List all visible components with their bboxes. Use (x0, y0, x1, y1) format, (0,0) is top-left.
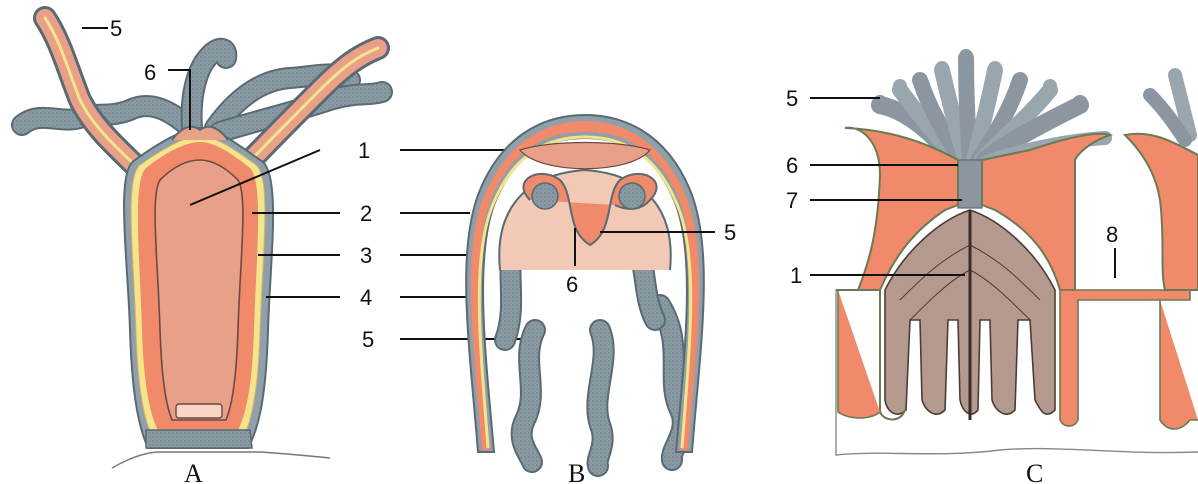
tentacle-tip (1043, 79, 1057, 93)
label-a-5: 5 (110, 16, 122, 41)
medusa-tentacle-fill (597, 330, 603, 466)
gastric-cavity-b (520, 143, 650, 169)
tentacle-tip (959, 49, 973, 63)
label-a-4: 4 (360, 285, 372, 310)
crown-tentacle (966, 58, 970, 160)
label-c-7: 7 (786, 188, 798, 213)
label-a-3: 3 (360, 243, 372, 268)
manubrium-lobe (619, 183, 645, 209)
panel-letter-a: A (184, 459, 203, 484)
label-b-5-right: 5 (724, 220, 736, 245)
foot (146, 430, 252, 448)
panel-letter-b: B (568, 459, 585, 484)
tentacle-tip (1072, 95, 1088, 111)
manubrium-lobe (532, 183, 558, 209)
panel-letter-c: C (1026, 459, 1043, 484)
coenenchyme-left (838, 290, 880, 418)
basal-disc (176, 404, 222, 418)
label-c-6: 6 (786, 153, 798, 178)
label-b-6: 6 (566, 272, 578, 297)
tentacle-tip (988, 61, 1002, 75)
label-a-6: 6 (144, 60, 156, 85)
label-a-2: 2 (360, 201, 372, 226)
neighbour-polyp-base (1160, 300, 1198, 429)
label-b-5-left: 5 (362, 327, 374, 352)
label-c-5: 5 (786, 86, 798, 111)
gastric-cavity (155, 160, 243, 420)
panel-c-anthozoan: 5 6 7 1 8 C (786, 49, 1198, 484)
neighbour-polyp-wall (1125, 134, 1198, 290)
tentacle-tip (893, 79, 907, 93)
substrate-line (112, 452, 330, 468)
label-a-1: 1 (358, 138, 370, 163)
label-c-8: 8 (1106, 222, 1118, 247)
coenenchyme-right (1060, 290, 1190, 300)
tentacle-tip (935, 61, 949, 75)
panel-b-medusa: 5 6 B (466, 115, 736, 484)
coenenchyme-wall (1060, 290, 1078, 426)
label-c-1: 1 (790, 263, 802, 288)
panel-a-polyp: 5 6 1 2 3 4 A (22, 16, 382, 484)
